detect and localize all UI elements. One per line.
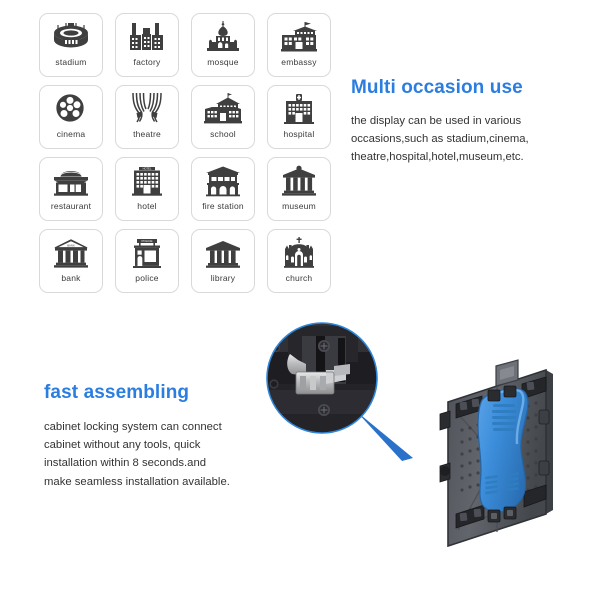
school-building-icon <box>201 90 245 128</box>
occasion-tile-theatre[interactable]: theatre <box>115 85 179 149</box>
cabinet-power-cover <box>477 388 529 513</box>
occasion-tile-embassy[interactable]: embassy <box>267 13 331 77</box>
occasion-tile-label: restaurant <box>50 201 92 211</box>
bank-icon: BANK <box>49 234 93 272</box>
fast-assembling-body-line-4: make seamless installation available. <box>44 475 230 488</box>
occasion-tile-label: factory <box>133 57 161 67</box>
occasion-tile-police[interactable]: POLICE police <box>115 229 179 293</box>
museum-icon <box>277 162 321 200</box>
fast-assembling-body-line-1: cabinet locking system can connect <box>44 420 222 433</box>
police-station-icon: POLICE <box>125 234 169 272</box>
occasion-tile-label: fire station <box>202 201 244 211</box>
stadium-icon <box>49 18 93 56</box>
occasion-tile-label: hotel <box>137 201 157 211</box>
occasion-tile-label: bank <box>61 273 81 283</box>
fire-station-icon <box>201 162 245 200</box>
fast-assembling-text-block: fast assembling cabinet locking system c… <box>44 382 276 491</box>
occasion-tile-label: mosque <box>207 57 239 67</box>
mosque-icon <box>201 18 245 56</box>
occasion-tile-museum[interactable]: museum <box>267 157 331 221</box>
fast-assembling-heading: fast assembling <box>44 382 190 403</box>
occasion-tile-label: church <box>285 273 313 283</box>
occasion-tile-stadium[interactable]: stadium <box>39 13 103 77</box>
svg-text:HOTEL: HOTEL <box>143 167 152 171</box>
occasion-tile-label: library <box>210 273 236 283</box>
occasion-tile-label: theatre <box>133 129 161 139</box>
factory-icon <box>125 18 169 56</box>
occasion-tile-school[interactable]: school <box>191 85 255 149</box>
stage-curtains-icon <box>125 90 169 128</box>
occasion-tile-church[interactable]: church <box>267 229 331 293</box>
occasion-icon-grid: stadium <box>39 13 331 305</box>
occasion-tile-cinema[interactable]: cinema <box>39 85 103 149</box>
multi-occasion-body-line-1: the display can be used in various <box>351 114 522 127</box>
multi-occasion-text-block: Multi occasion use the display can be us… <box>351 77 595 167</box>
multi-occasion-heading: Multi occasion use <box>351 77 523 98</box>
led-display-cabinet <box>439 359 553 548</box>
occasion-tile-mosque[interactable]: mosque <box>191 13 255 77</box>
occasion-tile-fire-station[interactable]: fire station <box>191 157 255 221</box>
multi-occasion-body-line-3: theatre,hospital,hotel,museum,etc. <box>351 151 524 164</box>
church-icon <box>277 234 321 272</box>
occasion-tile-factory[interactable]: factory <box>115 13 179 77</box>
occasion-tile-label: hospital <box>283 129 315 139</box>
occasion-tile-hotel[interactable]: HOTEL hotel <box>115 157 179 221</box>
embassy-icon <box>277 18 321 56</box>
film-reel-icon <box>49 90 93 128</box>
occasion-tile-library[interactable]: library <box>191 229 255 293</box>
occasion-tile-label: embassy <box>281 57 317 67</box>
locking-mechanism-closeup <box>266 322 378 434</box>
occasion-tile-label: stadium <box>55 57 87 67</box>
fast-assembling-body: cabinet locking system can connect cabin… <box>44 418 276 491</box>
callout-pointer-line <box>356 411 413 461</box>
restaurant-icon <box>49 162 93 200</box>
svg-text:BANK: BANK <box>67 243 75 247</box>
multi-occasion-body: the display can be used in various occas… <box>351 112 595 167</box>
library-icon <box>201 234 245 272</box>
fast-assembling-body-line-2: cabinet without any tools, quick <box>44 439 201 452</box>
hospital-icon <box>277 90 321 128</box>
occasion-tile-label: police <box>135 273 159 283</box>
multi-occasion-body-line-2: occasions,such as stadium,cinema, <box>351 133 529 146</box>
occasion-tile-hospital[interactable]: hospital <box>267 85 331 149</box>
fast-assembling-body-line-3: installation within 8 seconds.and <box>44 457 207 470</box>
occasion-tile-label: school <box>210 129 236 139</box>
occasion-tile-restaurant[interactable]: restaurant <box>39 157 103 221</box>
occasion-tile-label: museum <box>282 201 316 211</box>
occasion-tile-bank[interactable]: BANK bank <box>39 229 103 293</box>
hotel-icon: HOTEL <box>125 162 169 200</box>
product-photo-area <box>250 318 600 558</box>
occasion-tile-label: cinema <box>56 129 86 139</box>
svg-text:POLICE: POLICE <box>141 239 152 243</box>
